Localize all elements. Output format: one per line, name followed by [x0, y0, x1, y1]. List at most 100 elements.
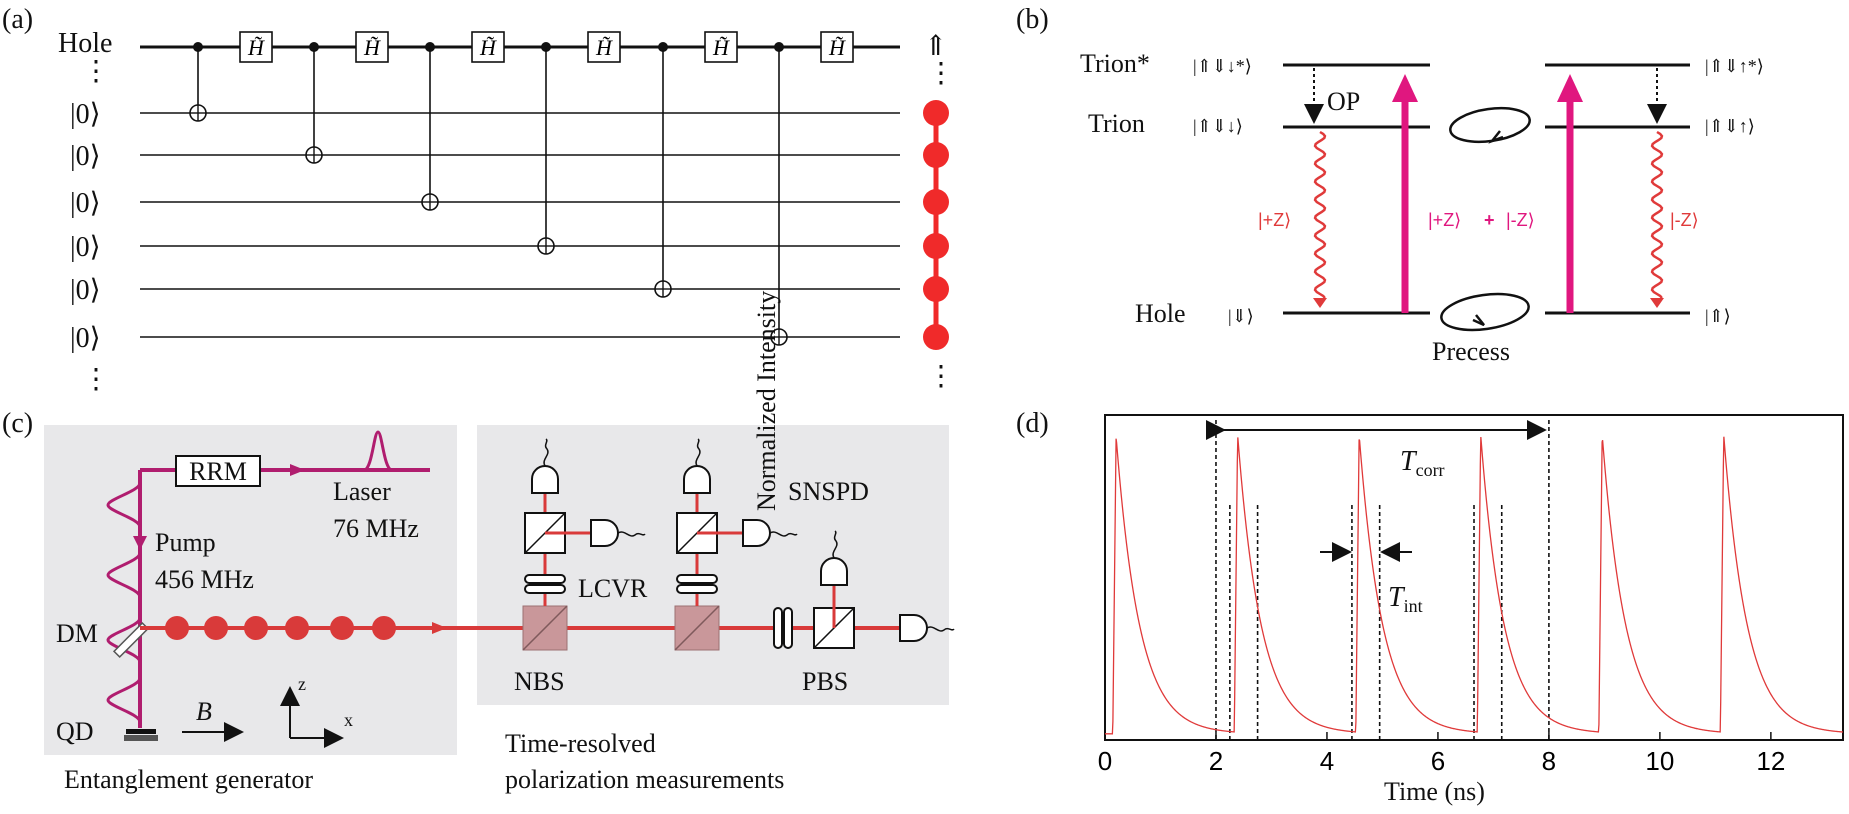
ket-hole-right: |⇑⟩ — [1705, 306, 1731, 326]
dichroic-mirror — [112, 621, 150, 659]
detector-2 — [590, 519, 646, 547]
pump-label: Pump — [155, 528, 216, 557]
t-int-main: T — [1388, 582, 1406, 613]
h-gate-1 — [239, 31, 273, 63]
y-axis-label: Normalized Intensity — [752, 291, 781, 511]
minus-z-label: |-Z⟩ — [1670, 210, 1699, 230]
ket-trion-right: |⇑⇓↑⟩ — [1705, 116, 1755, 136]
b-field-label: B — [196, 697, 212, 726]
pump-arrow-head — [133, 536, 147, 550]
trion-star-label: Trion* — [1080, 49, 1150, 78]
emission-arrow-left-head — [1313, 298, 1327, 308]
nbs-diagonal-2 — [674, 605, 720, 651]
dots-a-right-top: ⋮ — [927, 58, 955, 89]
panel-c-label: (c) — [2, 408, 33, 439]
precess-label: Precess — [1432, 337, 1510, 366]
detector-body-5 — [820, 557, 848, 586]
cluster-photon-1 — [923, 100, 949, 126]
precess-loop-trion-arrow — [1488, 130, 1504, 144]
pbs-label: PBS — [802, 667, 848, 696]
lcvr-2a — [676, 574, 718, 584]
detector-body-1 — [531, 465, 559, 494]
pump-rate-label: 456 MHz — [155, 565, 254, 594]
h-gate-5 — [704, 31, 738, 63]
panel-c: (c) RRM Laser 76 MHz Pump 456 MHz DM QD … — [2, 408, 955, 794]
detector-5 — [820, 530, 848, 586]
h-gate-label-6: H̃ — [828, 35, 846, 60]
t-corr-label: Tcorr — [1400, 446, 1445, 480]
up-arrow-ket: ⇑ — [924, 31, 947, 62]
cluster-photon-6 — [923, 324, 949, 350]
hole-level-label: Hole — [1135, 299, 1186, 328]
dots-a: ⋮ — [82, 56, 110, 87]
quantum-dot-top — [126, 729, 156, 734]
qd-label: QD — [56, 717, 94, 746]
rrm-box — [175, 455, 261, 487]
superposition-term-a: |+Z⟩ — [1428, 210, 1461, 230]
superposition-term-b: |-Z⟩ — [1506, 210, 1535, 230]
x-tick-label-10: 10 — [1645, 746, 1674, 776]
precess-loop-trion — [1449, 106, 1531, 144]
h-gate-label-1: H̃ — [247, 35, 265, 60]
detector-body-6 — [899, 614, 928, 642]
pump-pulse-2 — [106, 552, 142, 598]
panel-d-label: (d) — [1016, 408, 1049, 439]
snspd-detectors — [531, 438, 955, 642]
h-gate-3 — [471, 31, 505, 63]
cluster-photon-2 — [923, 142, 949, 168]
laser-rate-label: 76 MHz — [333, 514, 419, 543]
emission-wave-right — [1650, 130, 1664, 299]
detector-6 — [899, 614, 955, 642]
quantum-dot-base — [124, 735, 158, 741]
photon-5 — [330, 616, 354, 640]
laser-arrow-head — [290, 464, 305, 476]
dots-a-right-bottom: ⋮ — [927, 361, 955, 392]
pump-pulse-train — [106, 482, 142, 723]
photon-1 — [165, 616, 189, 640]
output-beam-arrow — [432, 622, 447, 634]
photon-train — [165, 616, 396, 640]
pump-pulse-4 — [106, 677, 142, 723]
x-axis-label: Time (ns) — [1384, 777, 1485, 806]
measurement-caption-1: Time-resolved — [505, 729, 656, 758]
cluster-photon-5 — [923, 276, 949, 302]
detector-cable-6 — [926, 626, 955, 632]
lcvr-label: LCVR — [578, 574, 648, 603]
panel-b-label: (b) — [1016, 4, 1049, 35]
detector-cable-3 — [695, 438, 701, 467]
time-markers — [1215, 420, 1550, 740]
detector-body-3 — [683, 465, 711, 494]
t-corr-main: T — [1400, 446, 1418, 477]
photon-3 — [244, 616, 268, 640]
h-gate-2 — [355, 31, 389, 63]
nbs-diagonal-1 — [522, 605, 568, 651]
detector-body-2 — [590, 519, 619, 547]
hole-label: Hole — [58, 28, 112, 59]
detector-4 — [742, 519, 798, 547]
zero-ket-1: |0⟩ — [70, 99, 101, 130]
snspd-label: SNSPD — [788, 477, 869, 506]
lcvr-1a — [524, 574, 566, 584]
h-gate-label-4: H̃ — [595, 35, 613, 60]
detector-cable-2 — [617, 531, 646, 537]
lcvr-3a — [773, 607, 783, 649]
detector-cable-4 — [769, 531, 798, 537]
panel-a-label: (a) — [2, 4, 33, 35]
cluster-photon-4 — [923, 233, 949, 259]
h-gates: H̃H̃H̃H̃H̃H̃ — [239, 31, 854, 63]
t-corr-sub: corr — [1416, 460, 1445, 480]
emission-arrow-right-head — [1650, 298, 1664, 308]
x-axis-label: x — [344, 710, 353, 730]
h-gate-label-3: H̃ — [479, 35, 497, 60]
x-tick-label-8: 8 — [1542, 746, 1556, 776]
trion-label: Trion — [1088, 109, 1145, 138]
zero-ket-6: |0⟩ — [70, 323, 101, 354]
x-tick-label-12: 12 — [1756, 746, 1785, 776]
panel-a: (a) Hole ⋮ |0⟩|0⟩|0⟩|0⟩|0⟩|0⟩ H̃H̃H̃H̃H̃… — [2, 4, 955, 395]
lcvr-2b — [676, 584, 718, 594]
zero-ket-5: |0⟩ — [70, 275, 101, 306]
panel-b: (b) Trion* Trion Hole |⇑⇓↓*⟩ |⇑⇓↓⟩ |⇓⟩ |… — [1016, 4, 1764, 366]
ket-trion-star-right: |⇑⇓↑*⟩ — [1705, 56, 1764, 76]
